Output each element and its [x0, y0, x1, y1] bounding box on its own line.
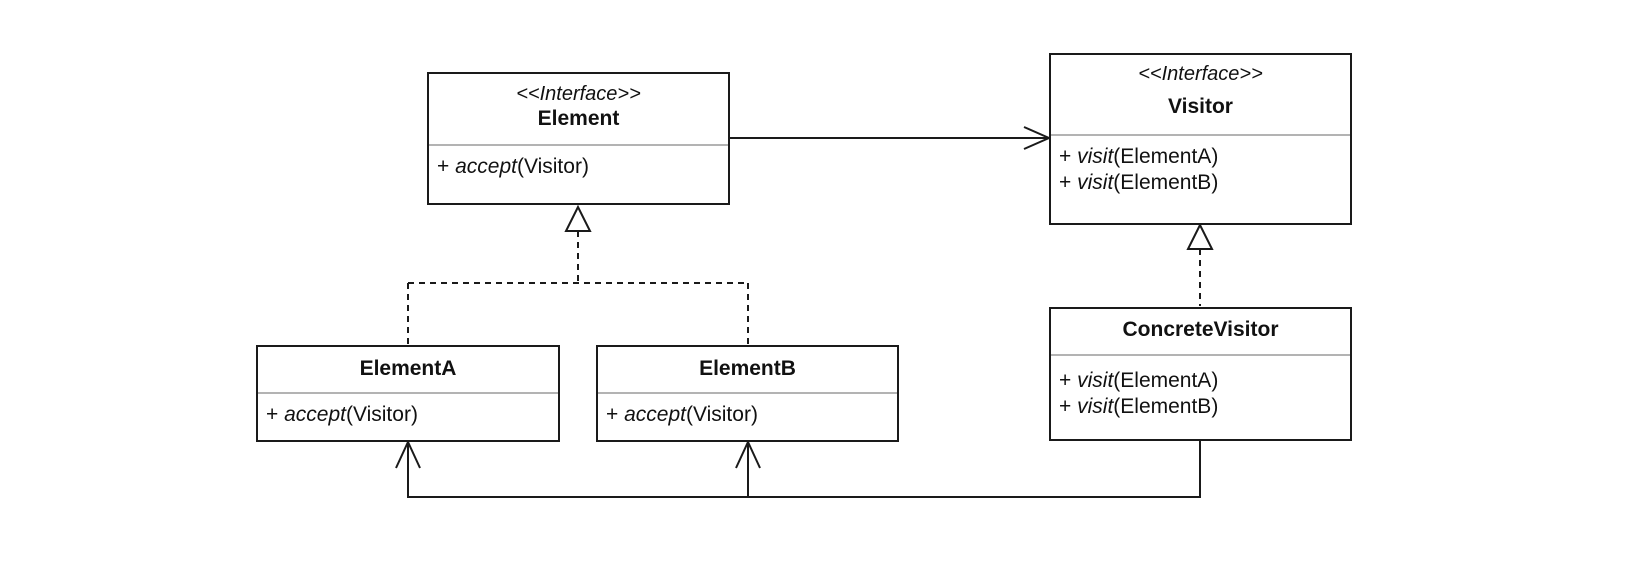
stereotype-label: <<Interface>> [516, 83, 641, 105]
class-name: ElementA [359, 357, 457, 380]
operation: + accept(Visitor) [266, 402, 550, 428]
class-header: ElementB [598, 347, 897, 394]
method-params: (Visitor) [685, 403, 758, 426]
class-name: Element [537, 107, 620, 130]
operation: + visit(ElementB) [1059, 170, 1342, 196]
operations-compartment: + visit(ElementA) + visit(ElementB) [1051, 136, 1350, 196]
operation: + visit(ElementB) [1059, 394, 1342, 420]
class-name: ElementB [699, 357, 796, 380]
method-params: (Visitor) [516, 155, 589, 178]
class-name: ConcreteVisitor [1122, 318, 1279, 341]
visibility-marker: + [1059, 395, 1078, 418]
operation: + visit(ElementA) [1059, 368, 1342, 394]
association-element-to-visitor [730, 126, 1052, 150]
visibility-marker: + [1059, 369, 1078, 392]
operations-compartment: + accept(Visitor) [429, 146, 728, 180]
method-params: (ElementB) [1113, 171, 1219, 194]
method-params: (Visitor) [345, 403, 418, 426]
method-params: (ElementB) [1113, 395, 1219, 418]
method-name: visit [1077, 395, 1114, 418]
class-header: ConcreteVisitor [1051, 309, 1350, 356]
visibility-marker: + [1059, 145, 1078, 168]
method-name: visit [1077, 369, 1114, 392]
visibility-marker: + [266, 403, 285, 426]
class-box-concrete-visitor[interactable]: ConcreteVisitor + visit(ElementA) + visi… [1049, 307, 1352, 441]
class-header: <<Interface>> Visitor [1051, 55, 1350, 136]
method-name: accept [624, 403, 686, 426]
method-name: visit [1077, 171, 1114, 194]
method-params: (ElementA) [1113, 369, 1219, 392]
visibility-marker: + [437, 155, 456, 178]
class-box-element-a[interactable]: ElementA + accept(Visitor) [256, 345, 560, 442]
class-box-visitor[interactable]: <<Interface>> Visitor + visit(ElementA) … [1049, 53, 1352, 225]
operation: + accept(Visitor) [606, 402, 889, 428]
class-header: ElementA [258, 347, 558, 394]
stereotype-label: <<Interface>> [1138, 63, 1263, 85]
class-box-element[interactable]: <<Interface>> Element + accept(Visitor) [427, 72, 730, 205]
visibility-marker: + [606, 403, 625, 426]
realization-concretevisitor-to-visitor [1186, 222, 1214, 306]
method-name: accept [284, 403, 346, 426]
operations-compartment: + accept(Visitor) [258, 394, 558, 428]
operations-compartment: + accept(Visitor) [598, 394, 897, 428]
operations-compartment: + visit(ElementA) + visit(ElementB) [1051, 356, 1350, 420]
method-name: accept [455, 155, 517, 178]
visibility-marker: + [1059, 171, 1078, 194]
operation: + accept(Visitor) [437, 154, 720, 180]
realization-elements-to-element [407, 204, 749, 345]
association-concretevisitor-to-elements [395, 439, 1201, 498]
class-box-element-b[interactable]: ElementB + accept(Visitor) [596, 345, 899, 442]
class-header: <<Interface>> Element [429, 74, 728, 146]
operation: + visit(ElementA) [1059, 144, 1342, 170]
method-name: visit [1077, 145, 1114, 168]
method-params: (ElementA) [1113, 145, 1219, 168]
class-name: Visitor [1168, 95, 1233, 118]
